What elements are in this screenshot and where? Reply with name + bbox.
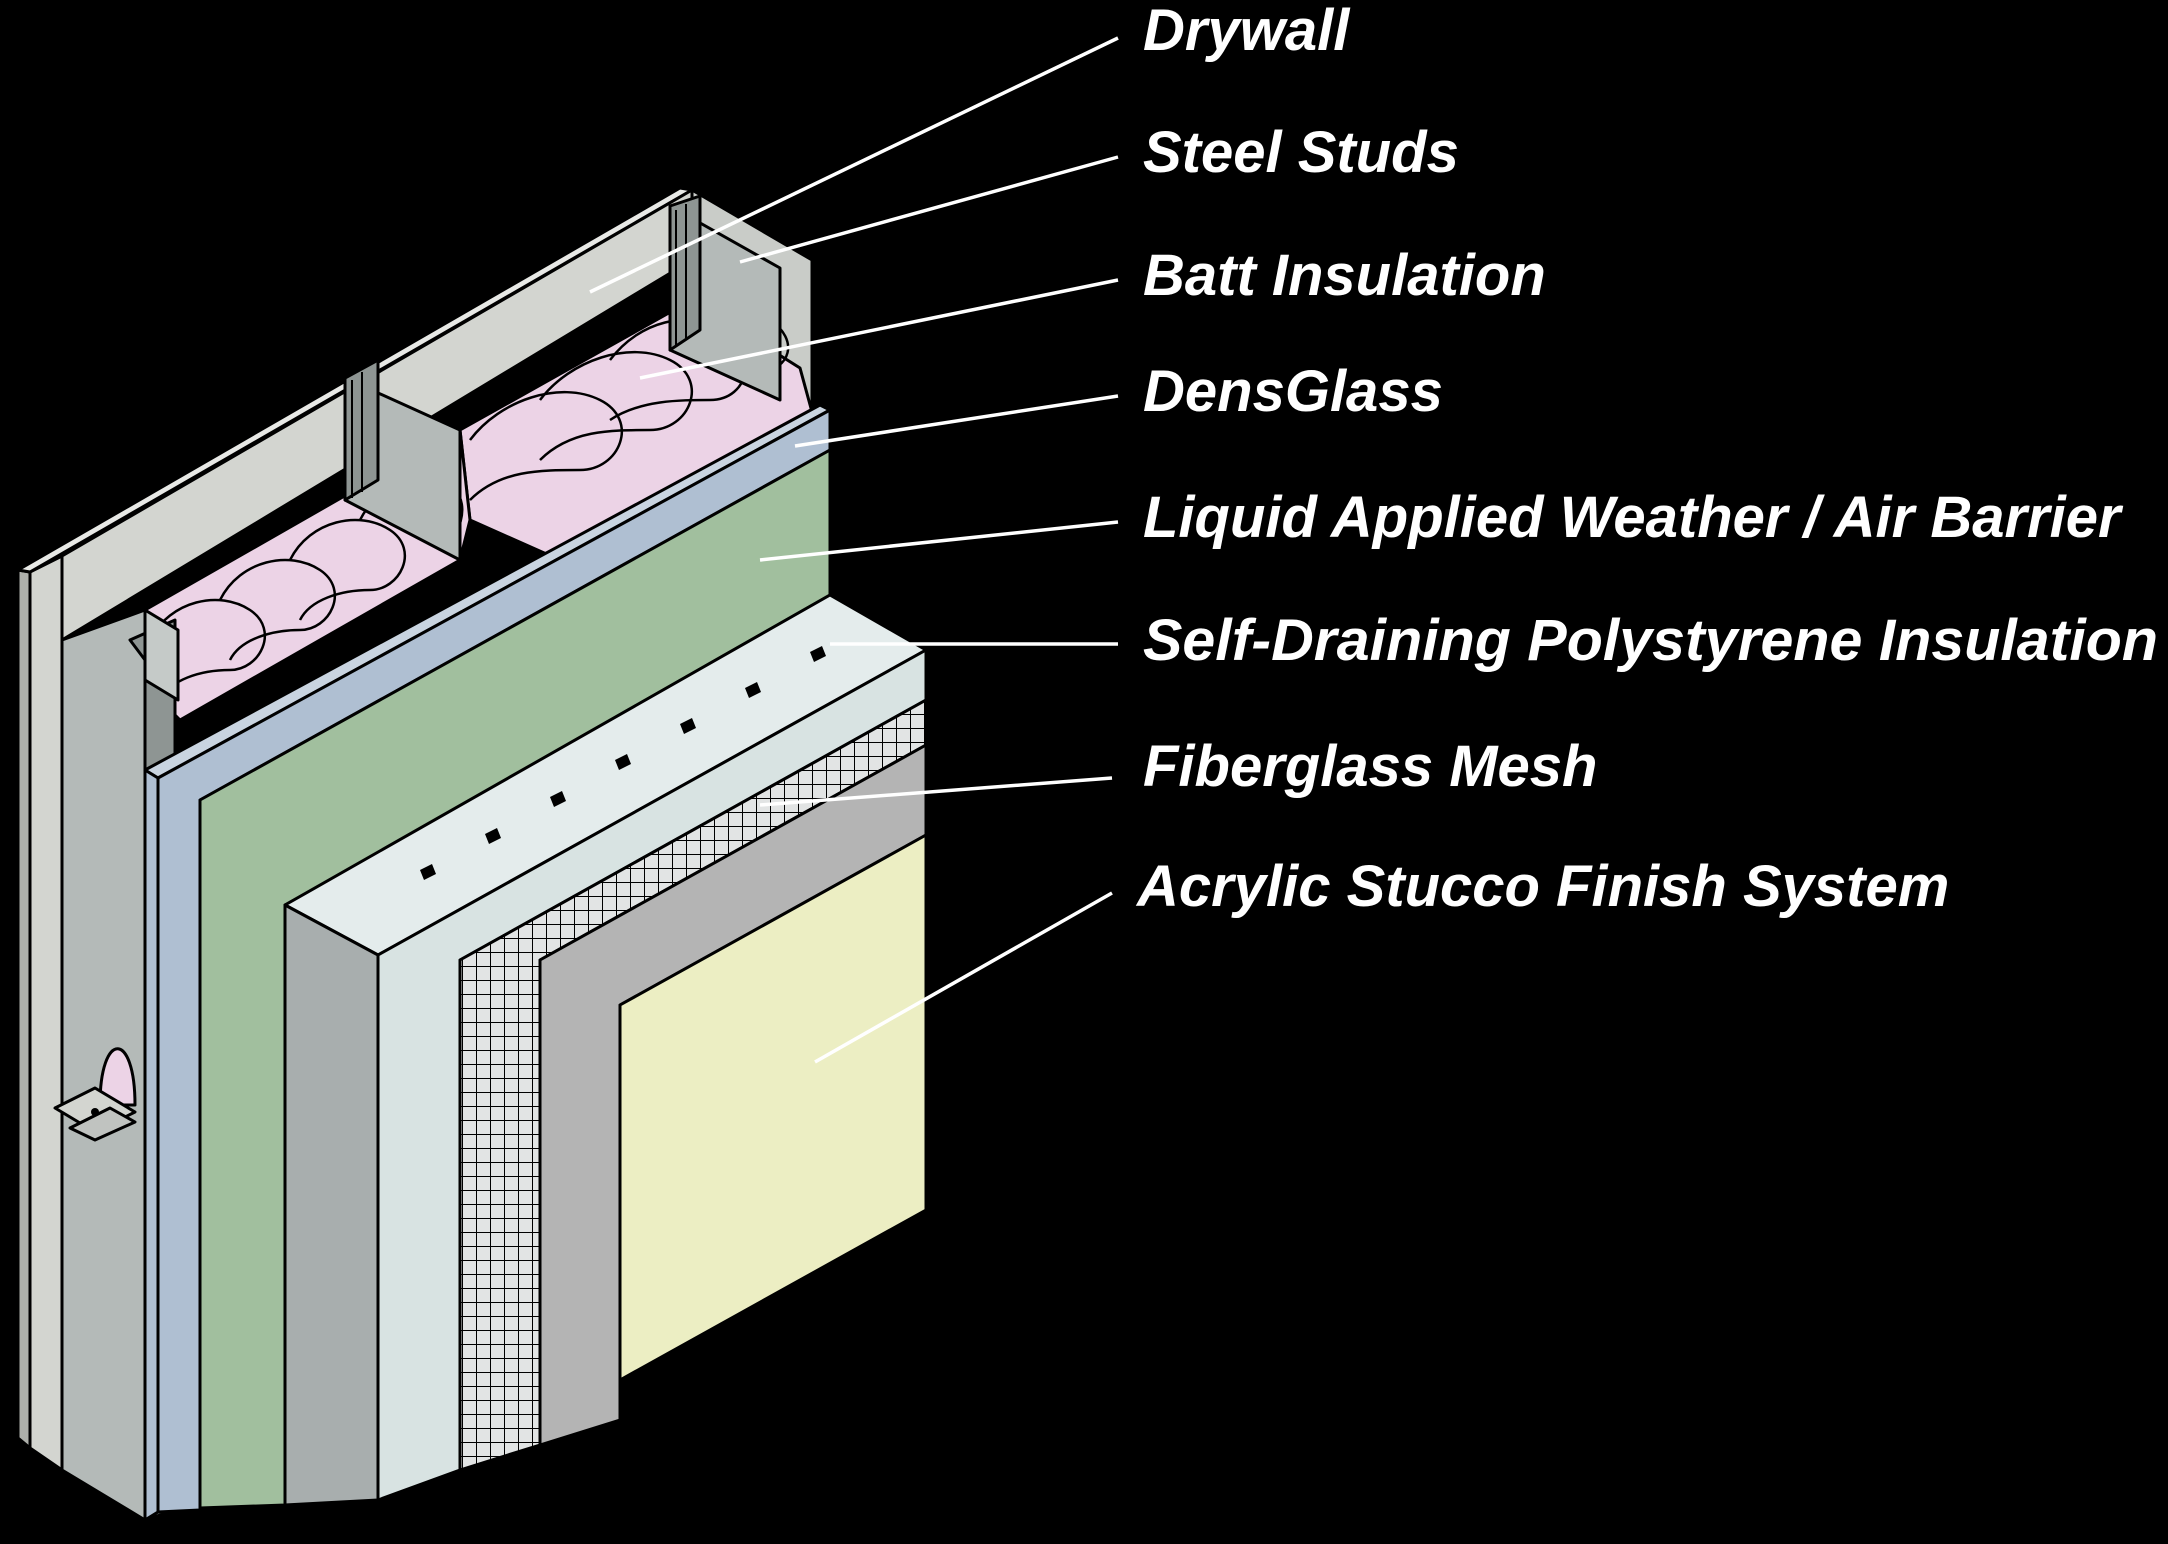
leader-batt (639, 278, 1119, 380)
leader-stucco (814, 891, 1113, 1064)
leader-steel-studs (739, 155, 1119, 264)
labels: Drywall Steel Studs Batt Insulation Dens… (1135, 0, 2158, 919)
label-air-barrier: Liquid Applied Weather / Air Barrier (1143, 485, 2124, 550)
label-drywall: Drywall (1143, 0, 1351, 63)
leader-mesh (759, 776, 1113, 807)
leader-drywall (589, 36, 1119, 294)
polystyrene-layer (283, 593, 928, 1507)
label-densglass: DensGlass (1143, 359, 1443, 424)
label-stucco-finish: Acrylic Stucco Finish System (1135, 854, 1949, 919)
label-steel-studs: Steel Studs (1143, 120, 1459, 185)
label-batt-insulation: Batt Insulation (1143, 243, 1546, 308)
label-polystyrene: Self-Draining Polystyrene Insulation (1143, 608, 2158, 673)
leader-densglass (794, 394, 1119, 448)
stucco-finish-layer (618, 833, 928, 1382)
anchor-clip (53, 1047, 137, 1142)
wall-assembly (16, 186, 928, 1522)
label-fiberglass-mesh: Fiberglass Mesh (1143, 734, 1597, 799)
leader-lines (589, 36, 1119, 1064)
leader-air-barrier (759, 520, 1119, 562)
densglass-layer (143, 403, 832, 1522)
